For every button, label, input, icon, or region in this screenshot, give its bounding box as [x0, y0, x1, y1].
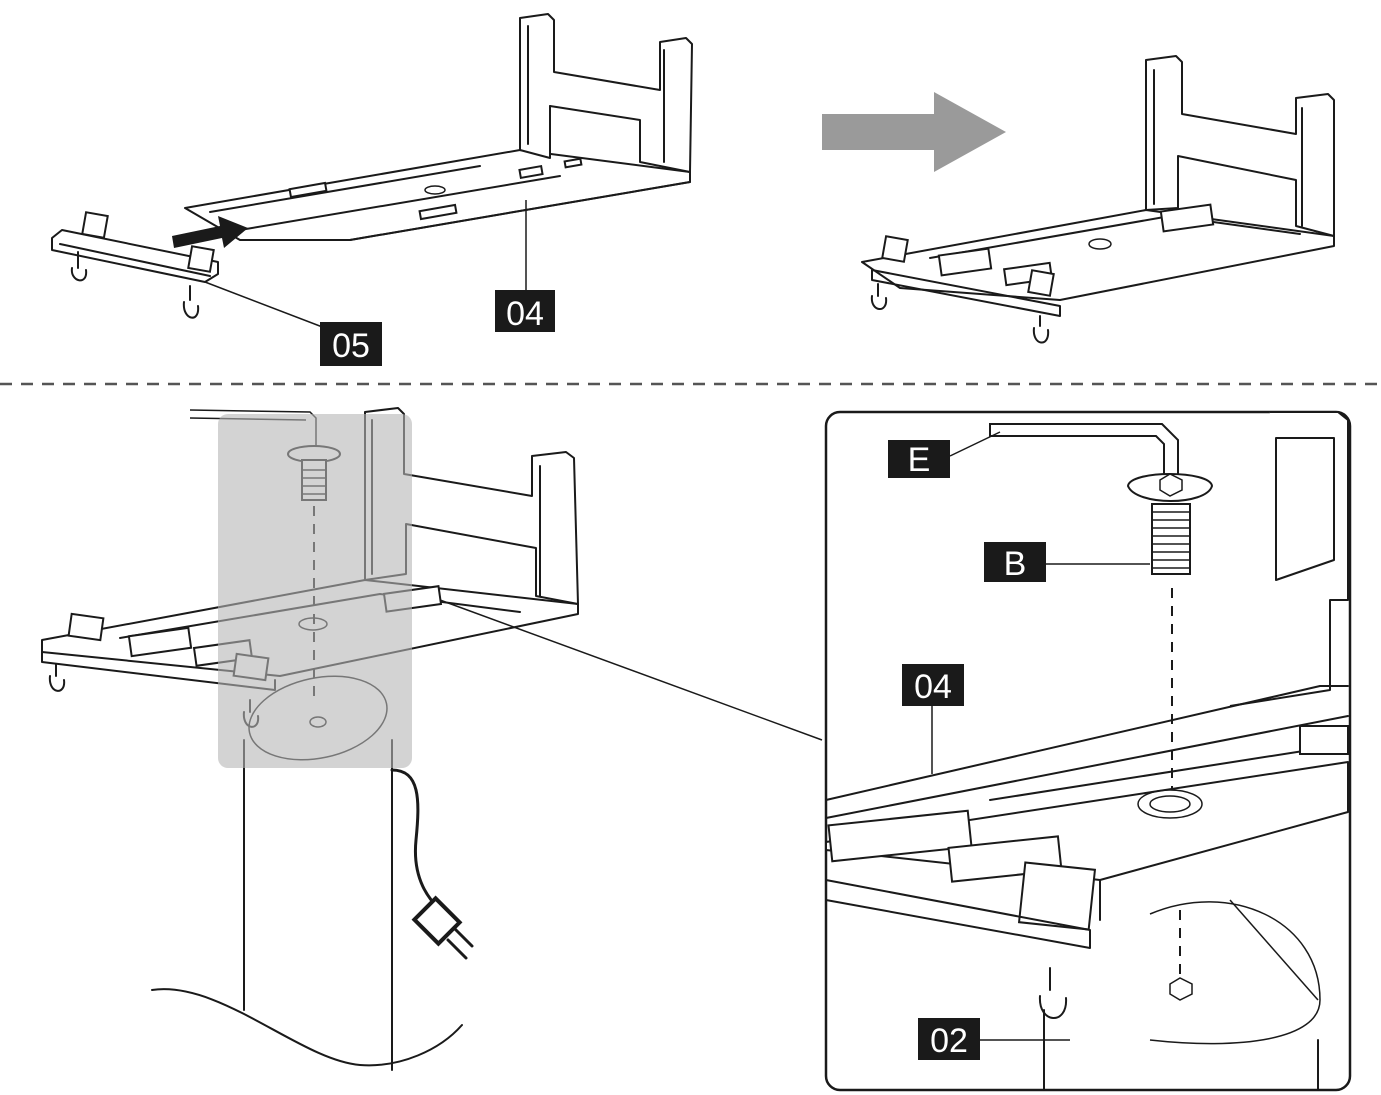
screw-icon-detail: [1126, 473, 1214, 575]
step1-result: [861, 55, 1335, 344]
step-arrow-icon: [822, 92, 1006, 172]
svg-text:04: 04: [506, 295, 544, 333]
label-B: B: [984, 542, 1046, 583]
label-02: 02: [918, 1018, 980, 1060]
detail-highlight: [218, 414, 412, 768]
svg-text:02: 02: [930, 1022, 968, 1060]
svg-text:04: 04: [914, 668, 952, 706]
svg-text:05: 05: [332, 327, 370, 365]
label-E: E: [888, 440, 950, 479]
label-05: 05: [320, 322, 382, 366]
power-plug-icon: [411, 895, 474, 960]
insert-arrow-icon: [172, 216, 248, 248]
rail-05: [51, 211, 219, 319]
label-04-top: 04: [495, 290, 555, 333]
svg-text:B: B: [1004, 545, 1027, 583]
detail-view: E B 04 02: [824, 410, 1352, 1092]
label-04-detail: 04: [902, 664, 964, 706]
step2-assembly: [41, 407, 823, 1071]
pole: [243, 739, 393, 1071]
svg-text:E: E: [908, 441, 931, 479]
step1-assembly: 04 05: [51, 13, 693, 366]
bracket-04-upright-left: [519, 13, 693, 173]
